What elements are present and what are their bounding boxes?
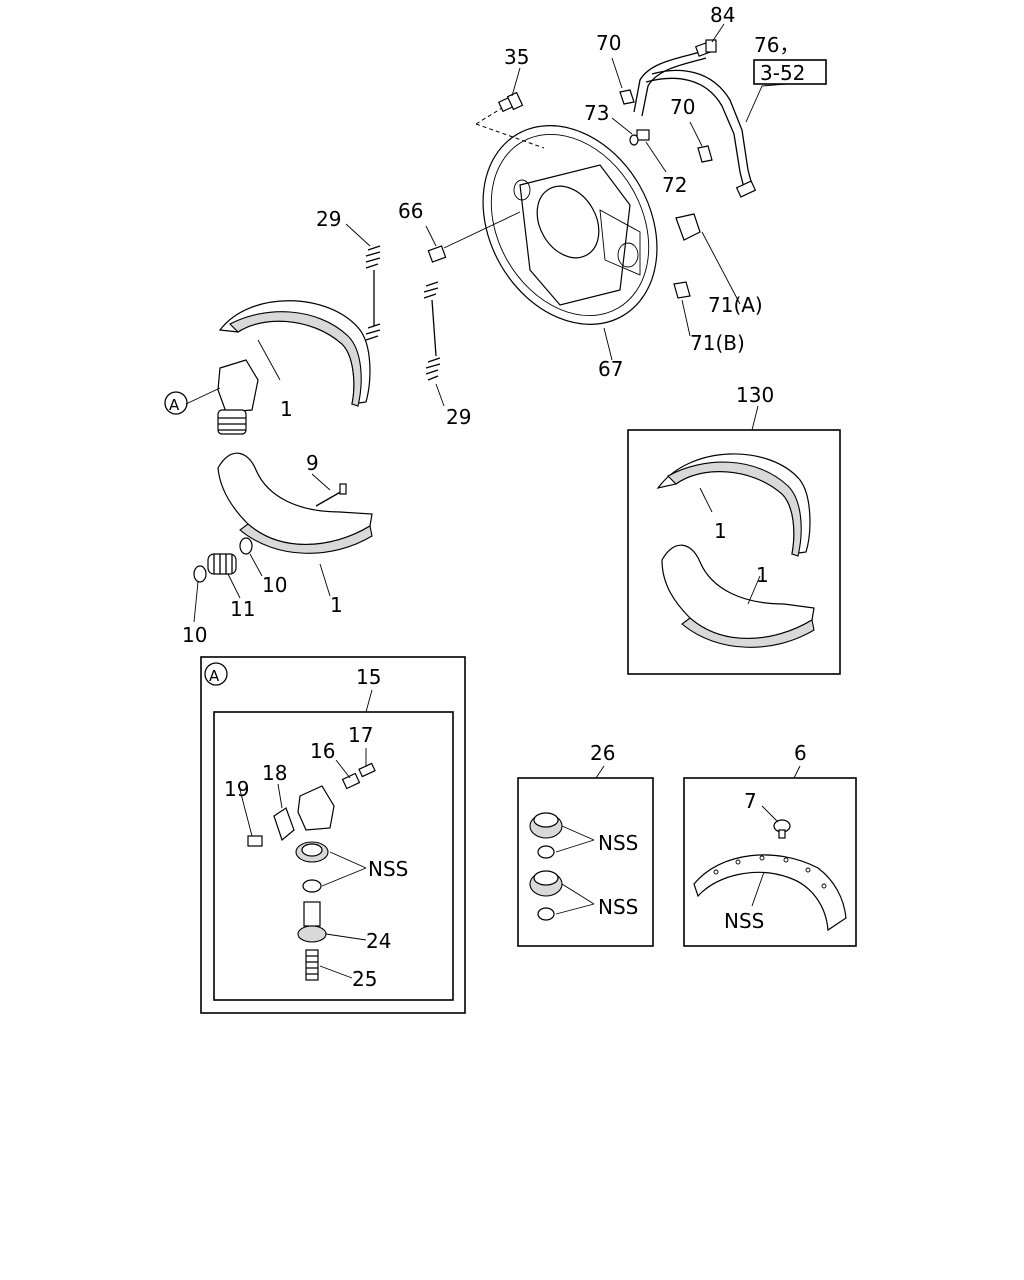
part-number-label: 10 [262, 573, 287, 597]
part-number-label: 66 [398, 199, 423, 223]
clip-70 [697, 145, 713, 163]
part-number-label: 1 [714, 519, 727, 543]
rivet-7 [773, 819, 791, 839]
nss-label: NSS [598, 831, 638, 855]
brake-pipe [633, 41, 757, 198]
part-number-label: 26 [590, 741, 615, 765]
part-number-label: 7 [744, 789, 757, 813]
spring-11 [207, 553, 237, 575]
lining-kit-box [683, 777, 857, 947]
seal-cup [295, 841, 329, 863]
adjuster-kit-box [213, 711, 454, 1001]
washer-10 [239, 537, 253, 555]
bolt-19 [247, 835, 263, 847]
part-number-label: 29 [316, 207, 341, 231]
screw-16 [341, 772, 361, 790]
brake-shoe-lower [217, 452, 373, 554]
part-number-label: 72 [662, 173, 687, 197]
clip-71b [673, 281, 691, 299]
part-number-label: 29 [446, 405, 471, 429]
part-number-label: 25 [352, 967, 377, 991]
seal-cup [529, 870, 563, 921]
bolt-35 [497, 91, 524, 113]
leader-lines [185, 23, 801, 979]
part-number-label: 70 [596, 31, 621, 55]
part-number-label: 84 [710, 3, 735, 27]
part-number-label: 9 [306, 451, 319, 475]
plate-18 [273, 807, 295, 842]
shoe-set-box [627, 429, 841, 675]
adjuster-assembly [217, 359, 259, 435]
part-number-label: 67 [598, 357, 623, 381]
part-number-label: 11 [230, 597, 255, 621]
page-reference-box [753, 59, 827, 85]
clip-70 [619, 89, 635, 105]
nut-72 [636, 129, 650, 141]
washer-10 [193, 565, 207, 583]
brake-shoe-set-lower [661, 544, 815, 648]
part-number-label: 1 [280, 397, 293, 421]
clip-71a [675, 213, 701, 241]
washer-73 [629, 134, 639, 146]
backing-plate [482, 125, 658, 325]
detail-a-box [200, 656, 466, 1014]
bolt-66 [427, 245, 447, 263]
part-number-label: 71(A) [708, 293, 763, 317]
return-spring [365, 245, 381, 341]
part-number-label: 10 [182, 623, 207, 647]
seal-kit-box [517, 777, 654, 947]
part-number-label: 130 [736, 383, 774, 407]
brake-shoe-set-upper [656, 453, 811, 557]
adjuster-screw-24 [297, 901, 327, 943]
nss-label: NSS [598, 895, 638, 919]
nss-label: NSS [724, 909, 764, 933]
part-number-label: 35 [504, 45, 529, 69]
callout-labels: 84 76， 3-52 70 35 73 70 72 66 29 71(A) 7… [164, 3, 827, 991]
part-number-label: 1 [330, 593, 343, 617]
part-number-label: 18 [262, 761, 287, 785]
brake-lining [693, 854, 847, 932]
part-number-label: 70 [670, 95, 695, 119]
adjuster-body [297, 785, 335, 831]
part-number-label: 73 [584, 101, 609, 125]
pin-9 [315, 483, 347, 507]
brake-shoe-upper [218, 300, 371, 407]
fitting-84 [705, 39, 717, 53]
part-number-label: 71(B) [690, 331, 745, 355]
part-number-label: 16 [310, 739, 335, 763]
part-number-label: 1 [756, 563, 769, 587]
part-number-label: 17 [348, 723, 373, 747]
part-number-label: 19 [224, 777, 249, 801]
adjuster-shaft-25 [305, 949, 319, 981]
seal-ring [302, 879, 322, 893]
part-number-label: 76， [754, 33, 799, 57]
detail-marker: A [209, 667, 220, 685]
part-number-label: 6 [794, 741, 807, 765]
detail-marker: A [169, 396, 180, 414]
part-number-label: 24 [366, 929, 391, 953]
page-reference-label: 3-52 [760, 61, 805, 85]
seal-cup [529, 812, 563, 859]
nss-label: NSS [368, 857, 408, 881]
part-number-label: 15 [356, 665, 381, 689]
return-spring [423, 281, 441, 381]
pin-17 [358, 762, 376, 778]
